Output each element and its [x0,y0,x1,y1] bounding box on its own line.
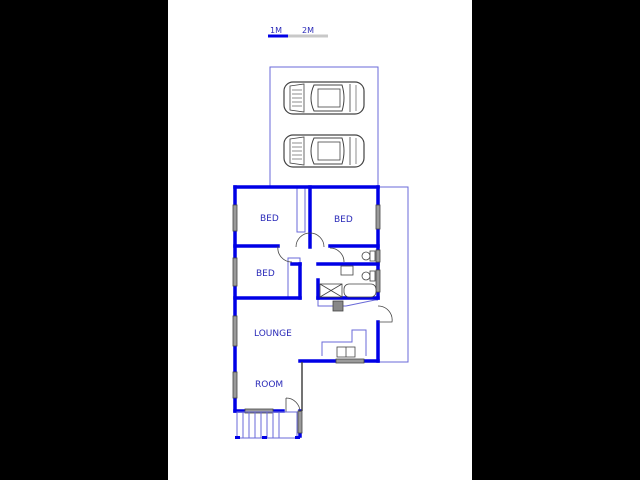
toilet-tank [369,250,376,262]
car-icon [283,81,365,115]
window [244,408,274,414]
window [375,269,381,293]
scale-bar: 1M 2M [268,26,328,38]
floor-plan-sheet [168,0,472,480]
room-label-bed-1: BED [260,214,279,224]
window [232,371,238,399]
windows [232,204,381,434]
toilet-tank [369,270,376,282]
window [232,204,238,232]
doors [277,232,393,413]
scale-label-2m: 2M [302,26,314,35]
walls [233,185,380,438]
car-icon [283,134,365,168]
stove-icon [332,300,344,312]
bathtub-icon [343,283,377,298]
window [375,204,381,230]
door-swing [309,232,325,248]
front-steps [236,411,298,439]
room-label-bed-2: BED [334,215,353,225]
toilet-icon [361,251,371,261]
scale-label-1m: 1M [270,26,282,35]
door-swing [329,247,345,263]
room-label-room: ROOM [255,380,283,390]
side-yard-outline [378,186,409,363]
step-posts [235,436,300,439]
toilet-icon [361,271,371,281]
door-swing [295,232,311,248]
room-label-bed-3: BED [256,269,275,279]
fixtures [319,250,377,358]
window [375,249,381,263]
window [232,257,238,287]
window [232,315,238,347]
door-swing [285,397,301,413]
door-swing [377,305,393,323]
door-swing [277,245,293,263]
basin-icon [340,265,354,276]
room-label-lounge: LOUNGE [254,329,292,339]
window [335,358,365,364]
window [297,410,303,434]
